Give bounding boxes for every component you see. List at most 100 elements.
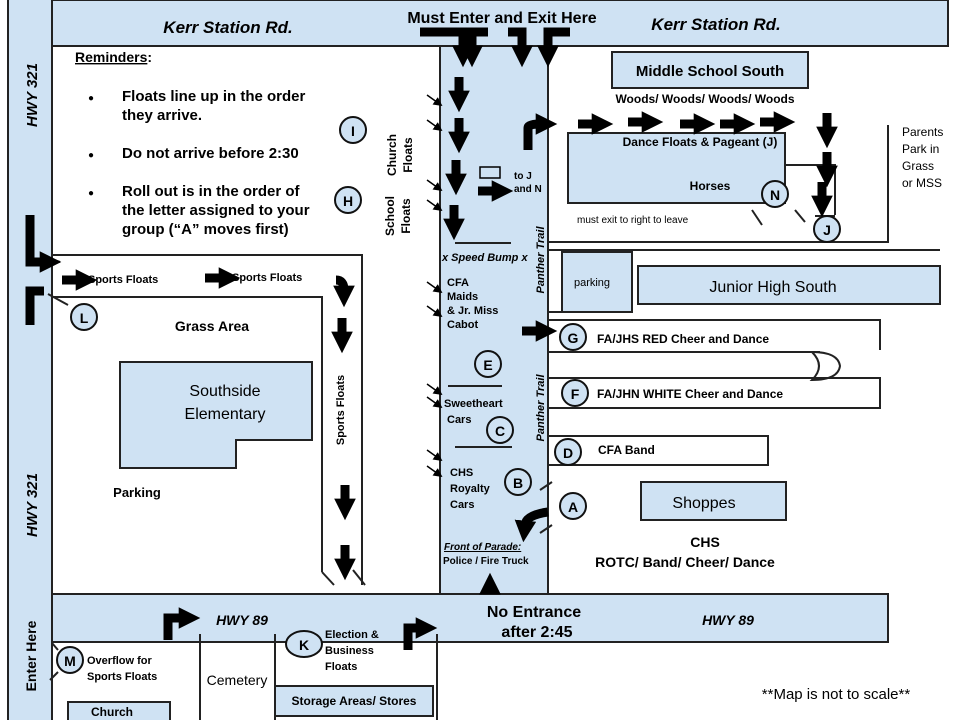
marker-circle bbox=[339, 116, 367, 144]
turn-down-arrow-icon bbox=[461, 27, 488, 68]
school-floats-1: School bbox=[383, 196, 397, 236]
marker-letter: B bbox=[513, 475, 523, 491]
pointer-arrow-icon bbox=[426, 119, 443, 132]
gate-mark bbox=[539, 524, 553, 534]
marker-c: C bbox=[486, 416, 514, 444]
panther-trail-lower: Panther Trail bbox=[535, 374, 547, 442]
election-3: Floats bbox=[325, 661, 357, 673]
marker-j: J bbox=[813, 215, 841, 243]
marker-f: F bbox=[561, 379, 589, 407]
reminder-1-line-2: they arrive. bbox=[122, 107, 202, 124]
overflow-1: Overflow for bbox=[87, 655, 153, 667]
f-row-label: FA/JHN WHITE Cheer and Dance bbox=[597, 387, 783, 401]
scale-note: **Map is not to scale** bbox=[762, 686, 911, 703]
enter-here-label: Enter Here bbox=[23, 620, 39, 691]
reminder-2: Do not arrive before 2:30 bbox=[122, 145, 299, 162]
marker-circle bbox=[761, 180, 789, 208]
front-of-parade-title: Front of Parade: bbox=[444, 542, 521, 553]
marker-h: H bbox=[334, 186, 362, 214]
gate-mark bbox=[751, 209, 763, 226]
marker-letter: H bbox=[343, 193, 353, 209]
storage-label: Storage Areas/ Stores bbox=[292, 694, 417, 708]
turn-arrow-icon bbox=[25, 215, 62, 273]
marker-d: D bbox=[554, 438, 582, 466]
marker-a: A bbox=[559, 492, 587, 520]
gate-mark bbox=[51, 642, 59, 651]
sweetheart-2: Cars bbox=[447, 414, 471, 426]
small-box bbox=[479, 166, 501, 179]
marker-letter: M bbox=[64, 653, 76, 669]
parking-lot bbox=[561, 251, 633, 313]
pointer-arrow-icon bbox=[426, 94, 443, 107]
turn-right-arrow-icon bbox=[403, 617, 438, 650]
cfa-maids-1: CFA bbox=[447, 277, 469, 289]
parking-small-label: parking bbox=[574, 277, 610, 289]
cfa-maids-3: & Jr. Miss bbox=[447, 305, 498, 317]
marker-circle bbox=[70, 303, 98, 331]
turn-up-arrow-icon bbox=[537, 27, 570, 68]
marker-letter: F bbox=[571, 386, 580, 402]
turn-down-arrow-icon bbox=[333, 275, 355, 308]
parents-4: or MSS bbox=[902, 176, 942, 190]
reminder-3-line-3: group (“A” moves first) bbox=[122, 221, 289, 238]
sweetheart-1: Sweetheart bbox=[444, 398, 503, 410]
marker-letter: I bbox=[351, 123, 355, 139]
turn-arrow-icon bbox=[25, 286, 44, 325]
marker-n: N bbox=[761, 180, 789, 208]
marker-i: I bbox=[339, 116, 367, 144]
road-label-hwy89-right: HWY 89 bbox=[702, 612, 754, 628]
school-floats-2: Floats bbox=[399, 198, 413, 234]
marker-circle bbox=[285, 630, 323, 658]
chs-royalty-3: Cars bbox=[450, 499, 474, 511]
no-entrance-label-1: No Entrance bbox=[487, 604, 581, 621]
election-2: Business bbox=[325, 645, 374, 657]
storage-areas bbox=[274, 685, 434, 717]
gate-mark bbox=[794, 209, 806, 223]
gate-mark bbox=[47, 293, 69, 306]
chs-royalty-1: CHS bbox=[450, 467, 473, 479]
marker-k: K bbox=[285, 630, 323, 658]
road-label-kerr-left: Kerr Station Rd. bbox=[163, 18, 292, 37]
g-lane bbox=[548, 319, 881, 353]
to-j-n-1: to J bbox=[514, 171, 532, 182]
overflow-2: Sports Floats bbox=[87, 671, 157, 683]
marker-letter: E bbox=[483, 357, 492, 373]
grass-area-label: Grass Area bbox=[175, 318, 249, 334]
gate-mark bbox=[539, 481, 553, 491]
dance-label: Dance Floats & Pageant (J) bbox=[623, 135, 778, 149]
hwy-321-road bbox=[7, 0, 53, 720]
parents-3: Grass bbox=[902, 159, 934, 173]
must-exit-label: must exit to right to leave bbox=[577, 215, 689, 226]
pointer-arrow-icon bbox=[426, 449, 443, 462]
cfa-maids-4: Cabot bbox=[447, 319, 479, 331]
cfa-maids-2: Maids bbox=[447, 291, 478, 303]
boundary-line bbox=[548, 125, 889, 243]
sports-floats-label-2: Sports Floats bbox=[232, 272, 302, 284]
parents-1: Parents bbox=[902, 125, 943, 139]
gate-mark bbox=[49, 671, 59, 681]
parking-label: Parking bbox=[113, 485, 161, 500]
straight-arrows bbox=[62, 77, 838, 581]
marker-circle bbox=[559, 492, 587, 520]
middle-school-label: Middle School South bbox=[636, 63, 784, 80]
sports-floats-vertical: Sports Floats bbox=[335, 375, 347, 445]
marker-letter: K bbox=[299, 637, 309, 653]
chs-label: CHS bbox=[690, 534, 720, 550]
speed-bump-label: x Speed Bump x bbox=[441, 252, 528, 264]
pointer-arrow-icon bbox=[426, 179, 443, 192]
curved-arrow-icon bbox=[514, 507, 549, 543]
parents-2: Park in bbox=[902, 142, 939, 156]
marker-letter: N bbox=[770, 187, 780, 203]
road-label-hwy321-lower: HWY 321 bbox=[24, 473, 41, 537]
f-lane bbox=[548, 377, 881, 409]
d-row-label: CFA Band bbox=[598, 443, 655, 457]
marker-circle bbox=[474, 350, 502, 378]
reminder-3-line-1: Roll out is in the order of bbox=[122, 183, 301, 200]
southside-elementary bbox=[119, 361, 313, 469]
reminder-3-line-2: the letter assigned to your bbox=[122, 202, 310, 219]
pointer-arrow-icon bbox=[426, 199, 443, 212]
gate-mark bbox=[352, 569, 366, 586]
dance-horses-area bbox=[567, 132, 786, 204]
church-floats-2: Floats bbox=[401, 137, 415, 173]
